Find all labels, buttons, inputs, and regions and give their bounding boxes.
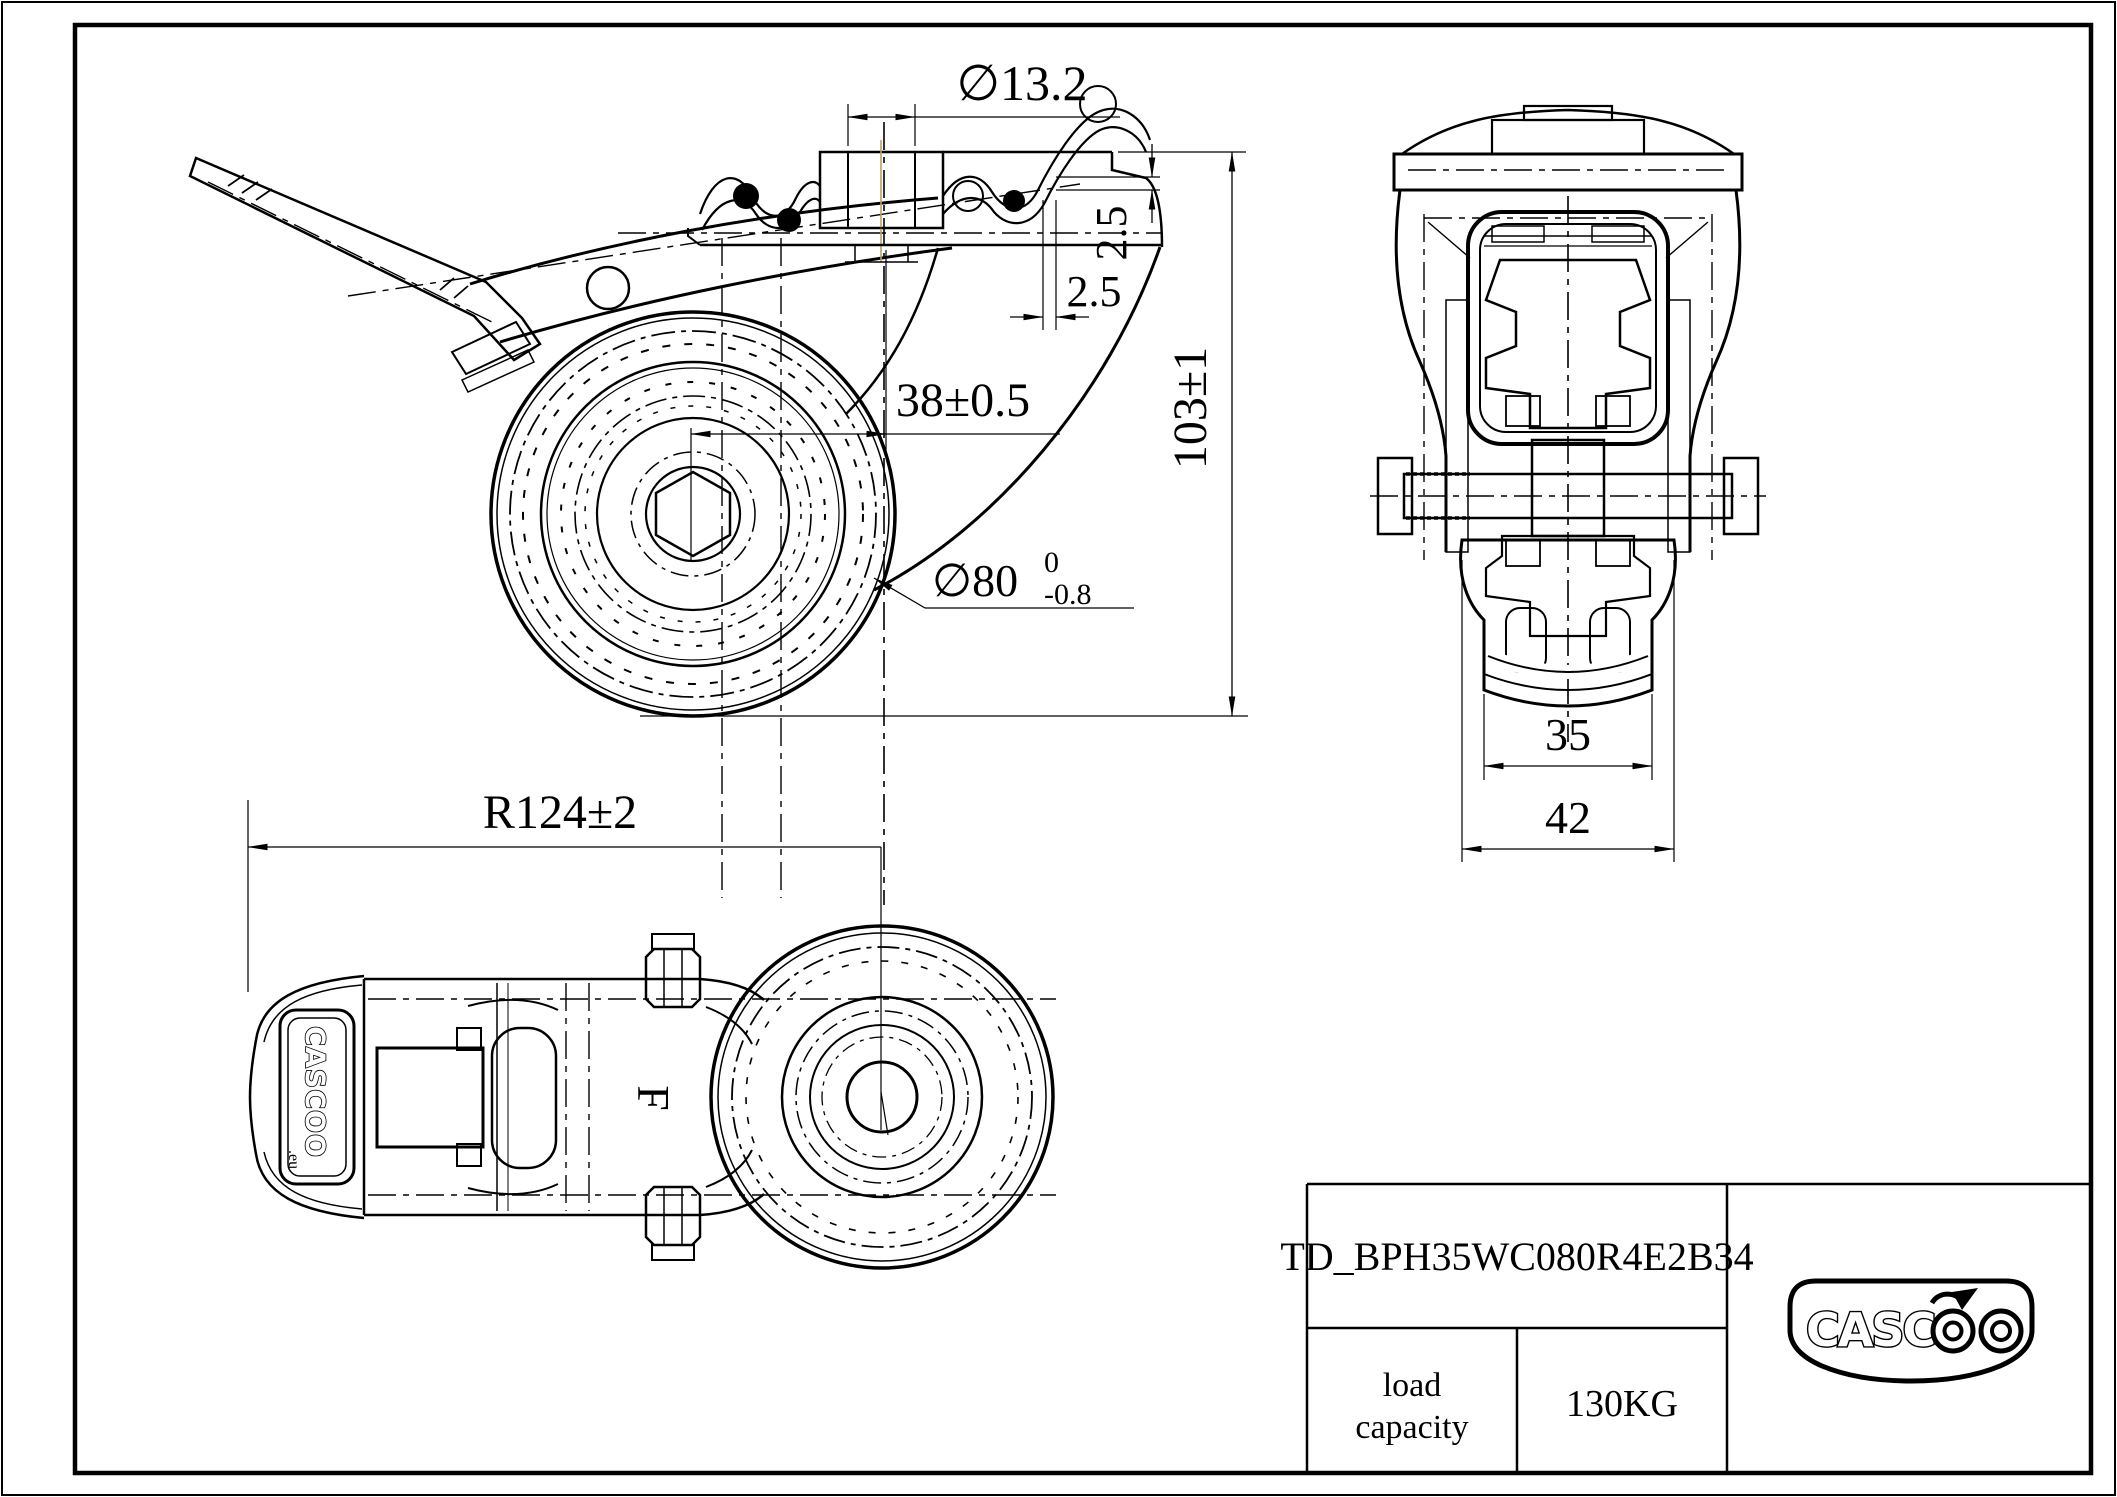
load-capacity-label-line1: load xyxy=(1383,1367,1442,1404)
side-view-wheel xyxy=(489,310,897,718)
bearing-ball xyxy=(733,183,759,209)
top-plate-section xyxy=(687,85,1164,263)
dim-overall-width-label: 42 xyxy=(1545,792,1591,843)
swivel-fork xyxy=(469,196,1162,592)
axle-bolt-head xyxy=(1376,456,1414,536)
axle-nut xyxy=(1722,456,1760,536)
front-view xyxy=(1370,104,1766,742)
forge-mark: F xyxy=(628,1085,679,1111)
part-number: TD_BPH35WC080R4E2B34 xyxy=(1280,1234,1753,1279)
title-block: TD_BPH35WC080R4E2B34 load capacity 130KG… xyxy=(1280,1182,2091,1473)
brand-logo-text: CASC xyxy=(1806,1303,1934,1357)
dim-wheel-dia-tol-lower: -0.8 xyxy=(1044,578,1092,611)
dimension-plate-gap-horizontal: 2.5 xyxy=(1010,200,1122,330)
dim-plate-gap-v-label: 2.5 xyxy=(1087,206,1136,261)
brand-logo-badge: CASC xyxy=(1787,1278,2035,1384)
dim-bore-label: ∅13.2 xyxy=(956,54,1087,112)
dimension-bore-dia: ∅13.2 xyxy=(847,54,1120,146)
dimension-tread-width: 35 xyxy=(1483,694,1653,780)
axle-hex-nut xyxy=(654,470,732,558)
side-view xyxy=(188,85,1248,905)
brake-window xyxy=(375,1046,485,1149)
pedal-brand-logo: CASCOO xyxy=(299,1026,330,1158)
logo-final-o-icon xyxy=(1978,1308,2024,1354)
fork-hole xyxy=(585,265,631,311)
front-view-body xyxy=(1394,189,1742,560)
dim-wheel-dia-tol-upper: 0 xyxy=(1044,546,1059,579)
bottom-view: R124±2 CASCOO .eu xyxy=(247,786,1056,1270)
bottom-view-wheel xyxy=(709,924,1055,1270)
bearing-ball-section xyxy=(952,180,984,212)
dimension-swivel-radius: R124±2 xyxy=(247,786,882,1130)
dimension-overall-width: 42 xyxy=(1461,560,1675,862)
brake-lever xyxy=(188,156,542,393)
dimension-wheel-dia: ∅80 0 -0.8 xyxy=(873,546,1134,611)
bottom-view-bracket: F xyxy=(362,977,765,1217)
bearing-ball xyxy=(777,208,801,232)
pedal-brand-suffix: .eu xyxy=(285,1150,302,1169)
load-capacity-value: 130KG xyxy=(1566,1383,1678,1425)
logo-wheel-o-icon xyxy=(1929,1288,1978,1354)
bearing-ball-section xyxy=(1079,85,1117,123)
dim-axle-offset-label: 38±0.5 xyxy=(896,374,1030,427)
dimension-overall-height: 103±1 xyxy=(1118,151,1246,717)
load-capacity-label-line2: capacity xyxy=(1355,1409,1468,1446)
front-view-hub-section xyxy=(1484,258,1652,430)
dim-overall-height-label: 103±1 xyxy=(1164,347,1217,469)
dim-plate-gap-h-label: 2.5 xyxy=(1067,267,1122,316)
dimension-axle-offset: 38±0.5 xyxy=(690,250,1060,560)
dim-tread-width-label: 35 xyxy=(1545,709,1591,760)
dimension-plate-gap-vertical: 2.5 xyxy=(1056,144,1160,261)
front-view-lower-wheel xyxy=(1459,534,1677,708)
bearing-ball xyxy=(1003,190,1025,212)
front-view-plate xyxy=(1392,104,1744,192)
brake-cam xyxy=(490,1026,558,1170)
bottom-view-axle-bolts xyxy=(644,933,702,1261)
dim-swivel-radius-label: R124±2 xyxy=(483,786,637,839)
dim-wheel-dia-label: ∅80 xyxy=(932,553,1018,607)
brake-pedal[interactable]: CASCOO .eu xyxy=(248,974,365,1220)
